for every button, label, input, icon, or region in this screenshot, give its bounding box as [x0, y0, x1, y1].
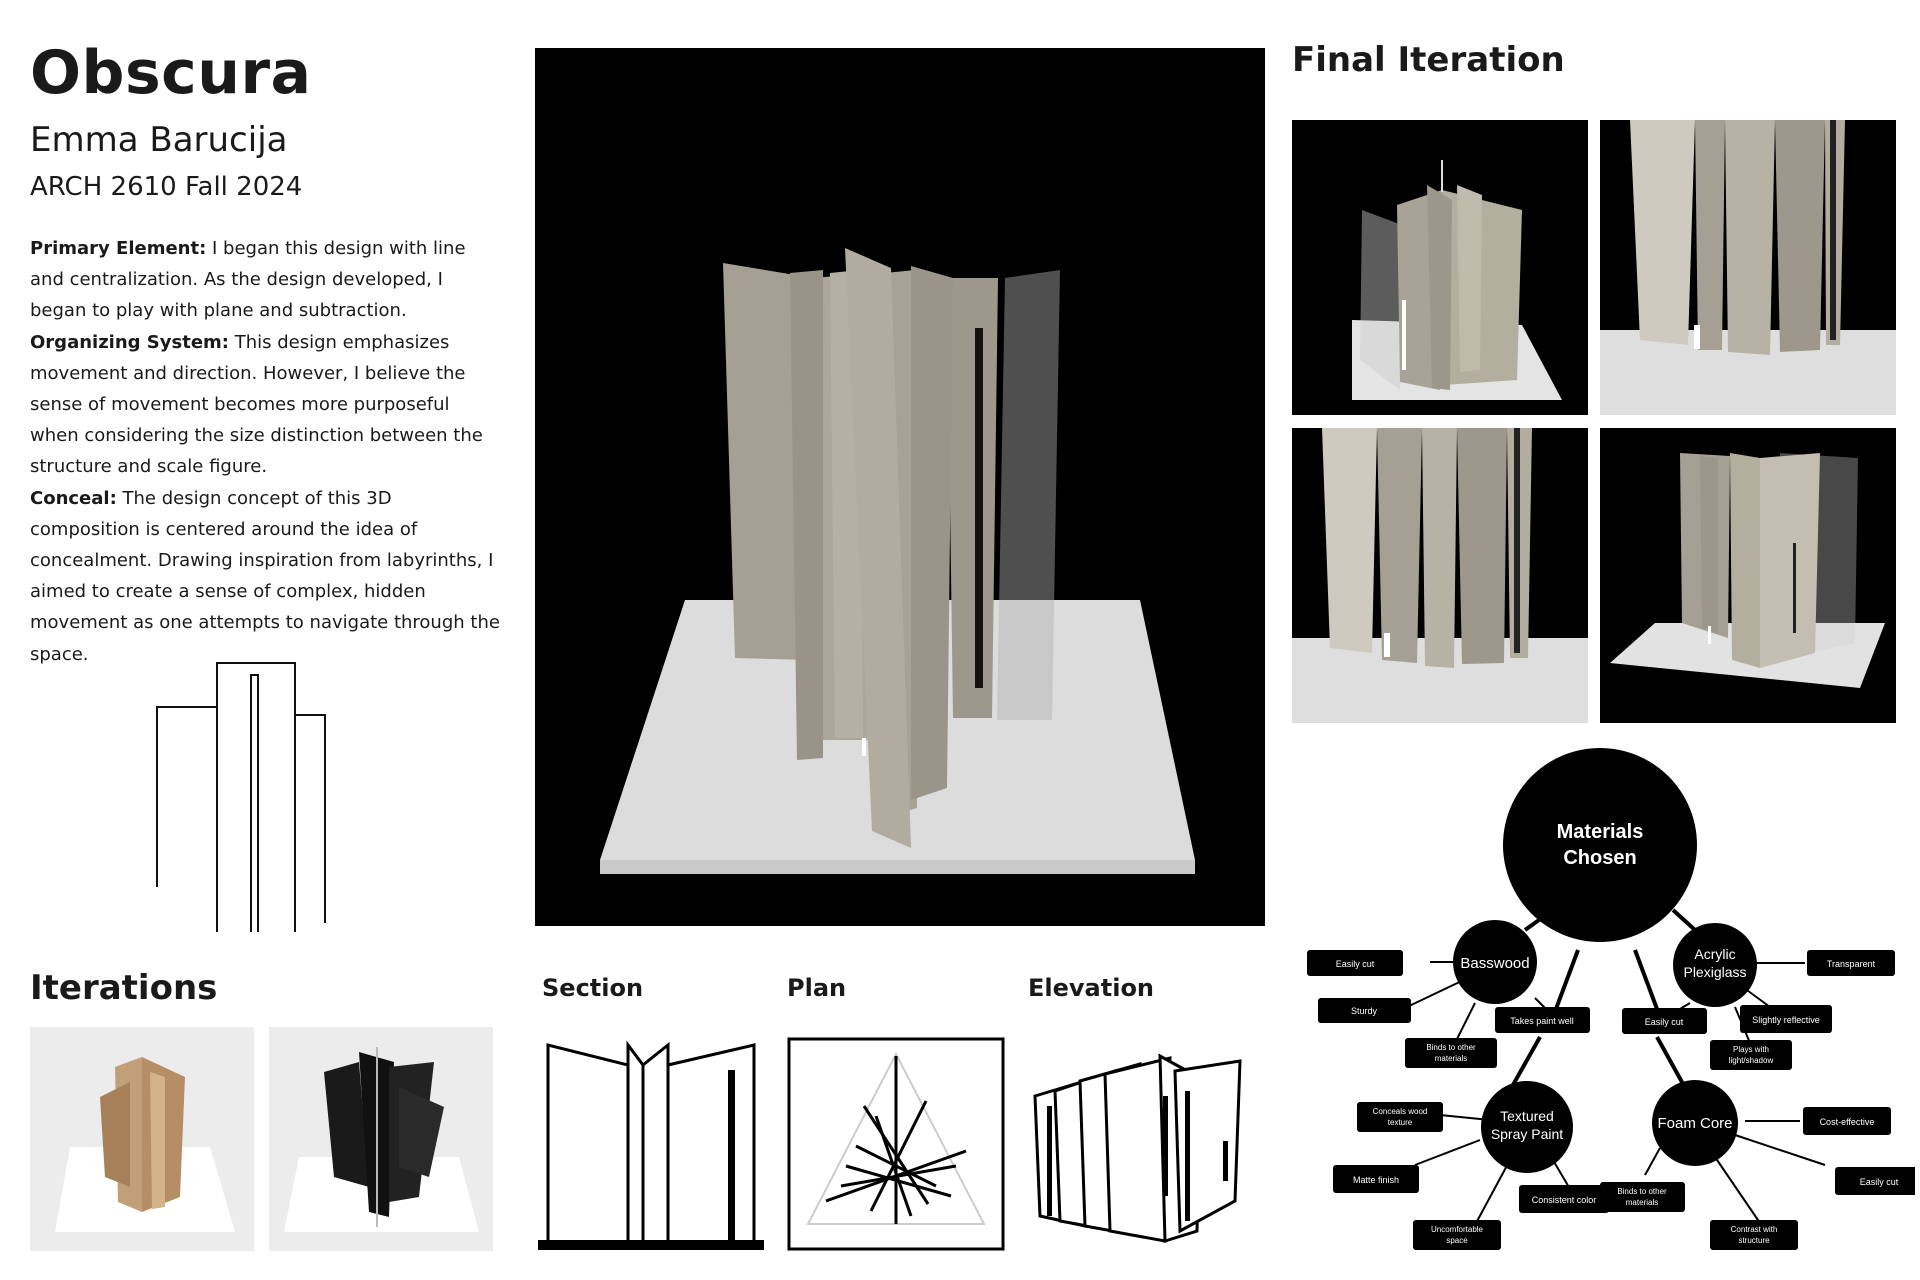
acrylic-label-1: Acrylic [1694, 946, 1735, 962]
final-iteration-photo-3 [1292, 428, 1588, 723]
plan-heading: Plan [787, 974, 847, 1002]
final-iteration-photo-1 [1292, 120, 1588, 415]
svg-text:Binds to other: Binds to other [1617, 1187, 1667, 1196]
svg-text:Matte finish: Matte finish [1353, 1175, 1399, 1185]
property-acrylic-reflective: Slightly reflective [1740, 1005, 1832, 1033]
iterations-heading: Iterations [30, 968, 218, 1008]
description-organizing-system: Organizing System: This design emphasize… [30, 331, 483, 478]
elevation-drawing [1033, 1053, 1242, 1244]
svg-text:Sturdy: Sturdy [1351, 1006, 1378, 1016]
section-drawing [538, 1040, 764, 1250]
property-basswood-takes-paint: Takes paint well [1495, 1007, 1590, 1033]
course-info: ARCH 2610 Fall 2024 [30, 172, 303, 202]
svg-text:Easily cut: Easily cut [1336, 959, 1375, 969]
svg-text:Consistent color: Consistent color [1532, 1195, 1597, 1205]
property-spray-consistent: Consistent color [1519, 1185, 1609, 1213]
svg-text:Slightly reflective: Slightly reflective [1752, 1015, 1820, 1025]
final-iteration-photo-2 [1600, 120, 1896, 415]
property-basswood-binds: Binds to other materials [1405, 1038, 1497, 1068]
property-foam-contrast: Contrast with structure [1710, 1220, 1798, 1250]
basswood-label: Basswood [1460, 955, 1529, 972]
description-conceal: Conceal: The design concept of this 3D c… [30, 487, 500, 665]
property-spray-uncomfortable: Uncomfortable space [1413, 1220, 1501, 1250]
svg-text:materials: materials [1626, 1198, 1658, 1207]
materials-mind-map: Materials Chosen Basswood Acrylic Plexig… [1307, 748, 1915, 1250]
iteration-photo-1 [30, 1027, 254, 1251]
svg-text:Transparent: Transparent [1827, 959, 1876, 969]
concept-line-drawing [156, 662, 326, 932]
property-basswood-easily-cut: Easily cut [1307, 950, 1403, 976]
svg-text:light/shadow: light/shadow [1729, 1056, 1774, 1065]
main-model-photo [535, 48, 1265, 926]
property-foam-binds: Binds to other materials [1600, 1182, 1685, 1212]
svg-text:structure: structure [1738, 1236, 1770, 1245]
spray-label-1: Textured [1500, 1108, 1554, 1124]
svg-text:Easily cut: Easily cut [1645, 1017, 1684, 1027]
svg-text:Easily cut: Easily cut [1860, 1177, 1899, 1187]
svg-text:Binds to other: Binds to other [1426, 1043, 1476, 1052]
svg-text:Plays with: Plays with [1733, 1045, 1769, 1054]
materials-center-label-2: Chosen [1563, 847, 1636, 869]
svg-text:Cost-effective: Cost-effective [1820, 1117, 1875, 1127]
property-spray-matte: Matte finish [1333, 1165, 1419, 1193]
project-description: Primary Element: I began this design wit… [30, 233, 500, 670]
acrylic-label-2: Plexiglass [1683, 964, 1746, 980]
svg-text:space: space [1446, 1236, 1468, 1245]
elevation-heading: Elevation [1028, 974, 1155, 1002]
property-acrylic-plays-light: Plays with light/shadow [1710, 1040, 1792, 1070]
svg-text:materials: materials [1435, 1054, 1467, 1063]
svg-text:Takes paint well: Takes paint well [1510, 1016, 1574, 1026]
plan-drawing [787, 1037, 1005, 1251]
spray-label-2: Spray Paint [1491, 1126, 1563, 1142]
description-primary-element: Primary Element: I began this design wit… [30, 238, 466, 322]
section-heading: Section [542, 974, 644, 1002]
property-acrylic-transparent: Transparent [1807, 950, 1895, 976]
property-basswood-sturdy: Sturdy [1318, 998, 1411, 1023]
svg-text:Conceals wood: Conceals wood [1373, 1107, 1428, 1116]
foam-core-label: Foam Core [1657, 1115, 1732, 1132]
svg-text:Uncomfortable: Uncomfortable [1431, 1225, 1484, 1234]
svg-text:Contrast with: Contrast with [1731, 1225, 1778, 1234]
property-foam-cost: Cost-effective [1803, 1107, 1891, 1135]
final-iteration-photo-4 [1600, 428, 1896, 723]
iteration-photo-2 [269, 1027, 493, 1251]
svg-text:texture: texture [1388, 1118, 1413, 1127]
final-iteration-heading: Final Iteration [1292, 40, 1565, 80]
property-foam-easily-cut: Easily cut [1835, 1167, 1915, 1195]
property-spray-conceals: Conceals wood texture [1357, 1102, 1443, 1132]
materials-center-label-1: Materials [1557, 821, 1644, 843]
property-acrylic-easily-cut: Easily cut [1622, 1008, 1707, 1034]
author-name: Emma Barucija [30, 120, 288, 160]
project-title: Obscura [30, 38, 312, 108]
